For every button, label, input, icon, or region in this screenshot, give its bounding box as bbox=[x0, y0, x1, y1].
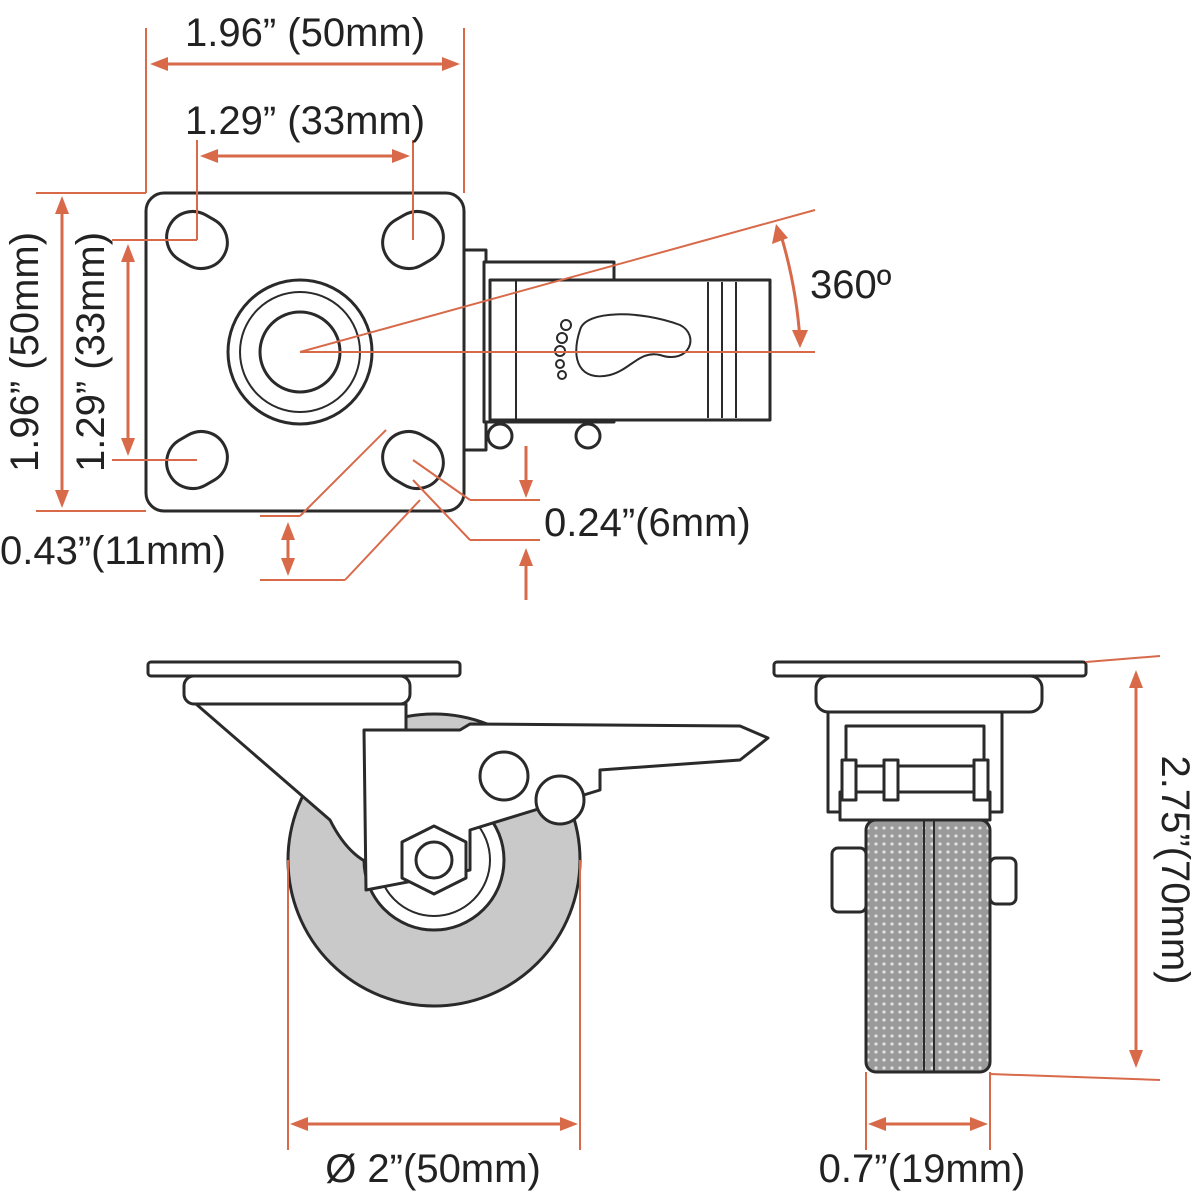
top-view bbox=[144, 191, 772, 513]
top-view-dimensions: 1.96” (50mm) 1.29” (33mm) 1.96” (50mm) 1… bbox=[0, 11, 892, 600]
side-view-dimensions: Ø 2”(50mm) bbox=[287, 860, 581, 1191]
wheel-width-label: 0.7”(19mm) bbox=[819, 1147, 1026, 1191]
front-wheel-tread bbox=[864, 818, 992, 1074]
hole-spacing-y-label: 1.29” (33mm) bbox=[69, 232, 113, 472]
top-width-label: 1.96” (50mm) bbox=[185, 11, 425, 55]
swivel-angle-label: 360º bbox=[810, 263, 892, 307]
side-bearing-housing bbox=[182, 674, 412, 706]
mounting-holes bbox=[165, 210, 445, 490]
footprint-icon bbox=[554, 313, 692, 380]
front-brake-bar bbox=[838, 790, 992, 822]
side-view bbox=[146, 660, 770, 1008]
brake-pedal-top bbox=[462, 248, 772, 452]
front-bearing-housing bbox=[814, 674, 1044, 714]
side-height-label: 1.96” (50mm) bbox=[3, 232, 47, 472]
hole-spacing-x-label: 1.29” (33mm) bbox=[185, 99, 425, 143]
total-height-label: 2.75”(70mm) bbox=[1153, 756, 1197, 985]
front-view-dimensions: 2.75”(70mm) 0.7”(19mm) bbox=[819, 655, 1197, 1191]
wheel-diameter-label: Ø 2”(50mm) bbox=[325, 1147, 541, 1191]
front-top-plate bbox=[772, 660, 1088, 678]
hole-offset-label: 0.43”(11mm) bbox=[0, 529, 226, 573]
front-view bbox=[772, 660, 1088, 1074]
side-top-plate bbox=[146, 660, 462, 678]
brake-gap-label: 0.24”(6mm) bbox=[544, 501, 751, 545]
